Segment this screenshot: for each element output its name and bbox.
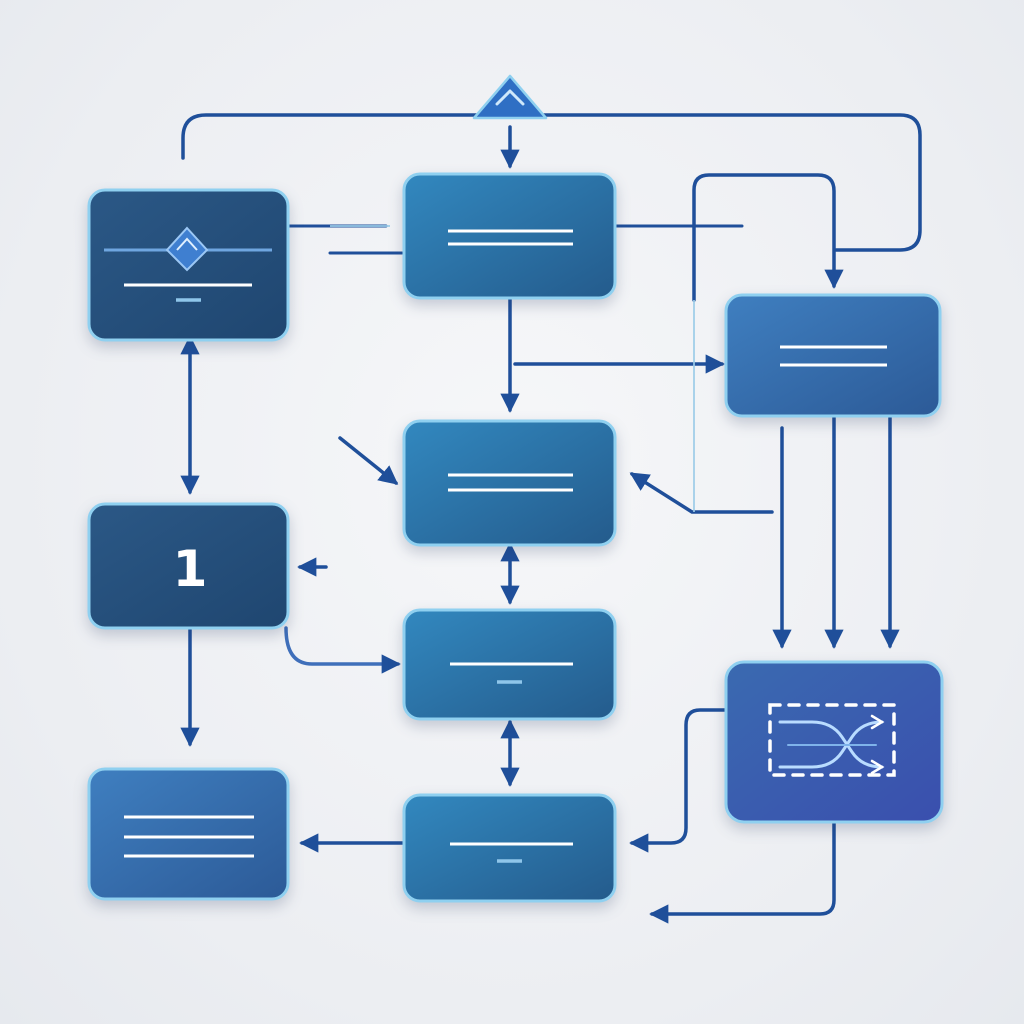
node-lower-center[interactable] — [402, 608, 617, 721]
node-bottom-center[interactable] — [402, 793, 617, 903]
line-dash-icon — [450, 662, 573, 684]
connector-right-lower-to-bottom — [629, 708, 730, 853]
connector-number-to-lower — [284, 626, 401, 674]
connectors — [180, 113, 922, 924]
connector-top-loop-left — [181, 113, 484, 160]
node-top-left[interactable] — [87, 188, 290, 342]
two-lines-icon — [448, 473, 573, 492]
node-middle-center[interactable] — [402, 419, 617, 547]
three-lines-icon — [124, 815, 254, 858]
node-bottom-left[interactable] — [87, 767, 290, 901]
connector-hook-to-right-upper — [692, 173, 844, 302]
triangle-chevron-icon — [472, 74, 548, 120]
diamond-lines-icon — [104, 226, 272, 302]
guide-lines — [330, 225, 695, 512]
line-dash-icon — [450, 842, 573, 863]
connector-feedback-to-middle — [629, 472, 774, 514]
connector-right-lower-out — [649, 820, 836, 924]
node-left-number[interactable]: 1 — [87, 502, 290, 630]
crossing-arrows-icon — [768, 703, 896, 777]
top-marker — [472, 74, 548, 120]
two-lines-icon — [780, 345, 887, 367]
node-top-center[interactable] — [402, 172, 617, 300]
node-right-lower[interactable] — [724, 660, 944, 824]
connector-top-loop-right — [534, 113, 922, 252]
node-number-label: 1 — [173, 540, 208, 598]
two-lines-icon — [448, 229, 573, 246]
node-right-upper[interactable] — [724, 293, 942, 418]
connector-diagonal-in — [338, 436, 399, 485]
